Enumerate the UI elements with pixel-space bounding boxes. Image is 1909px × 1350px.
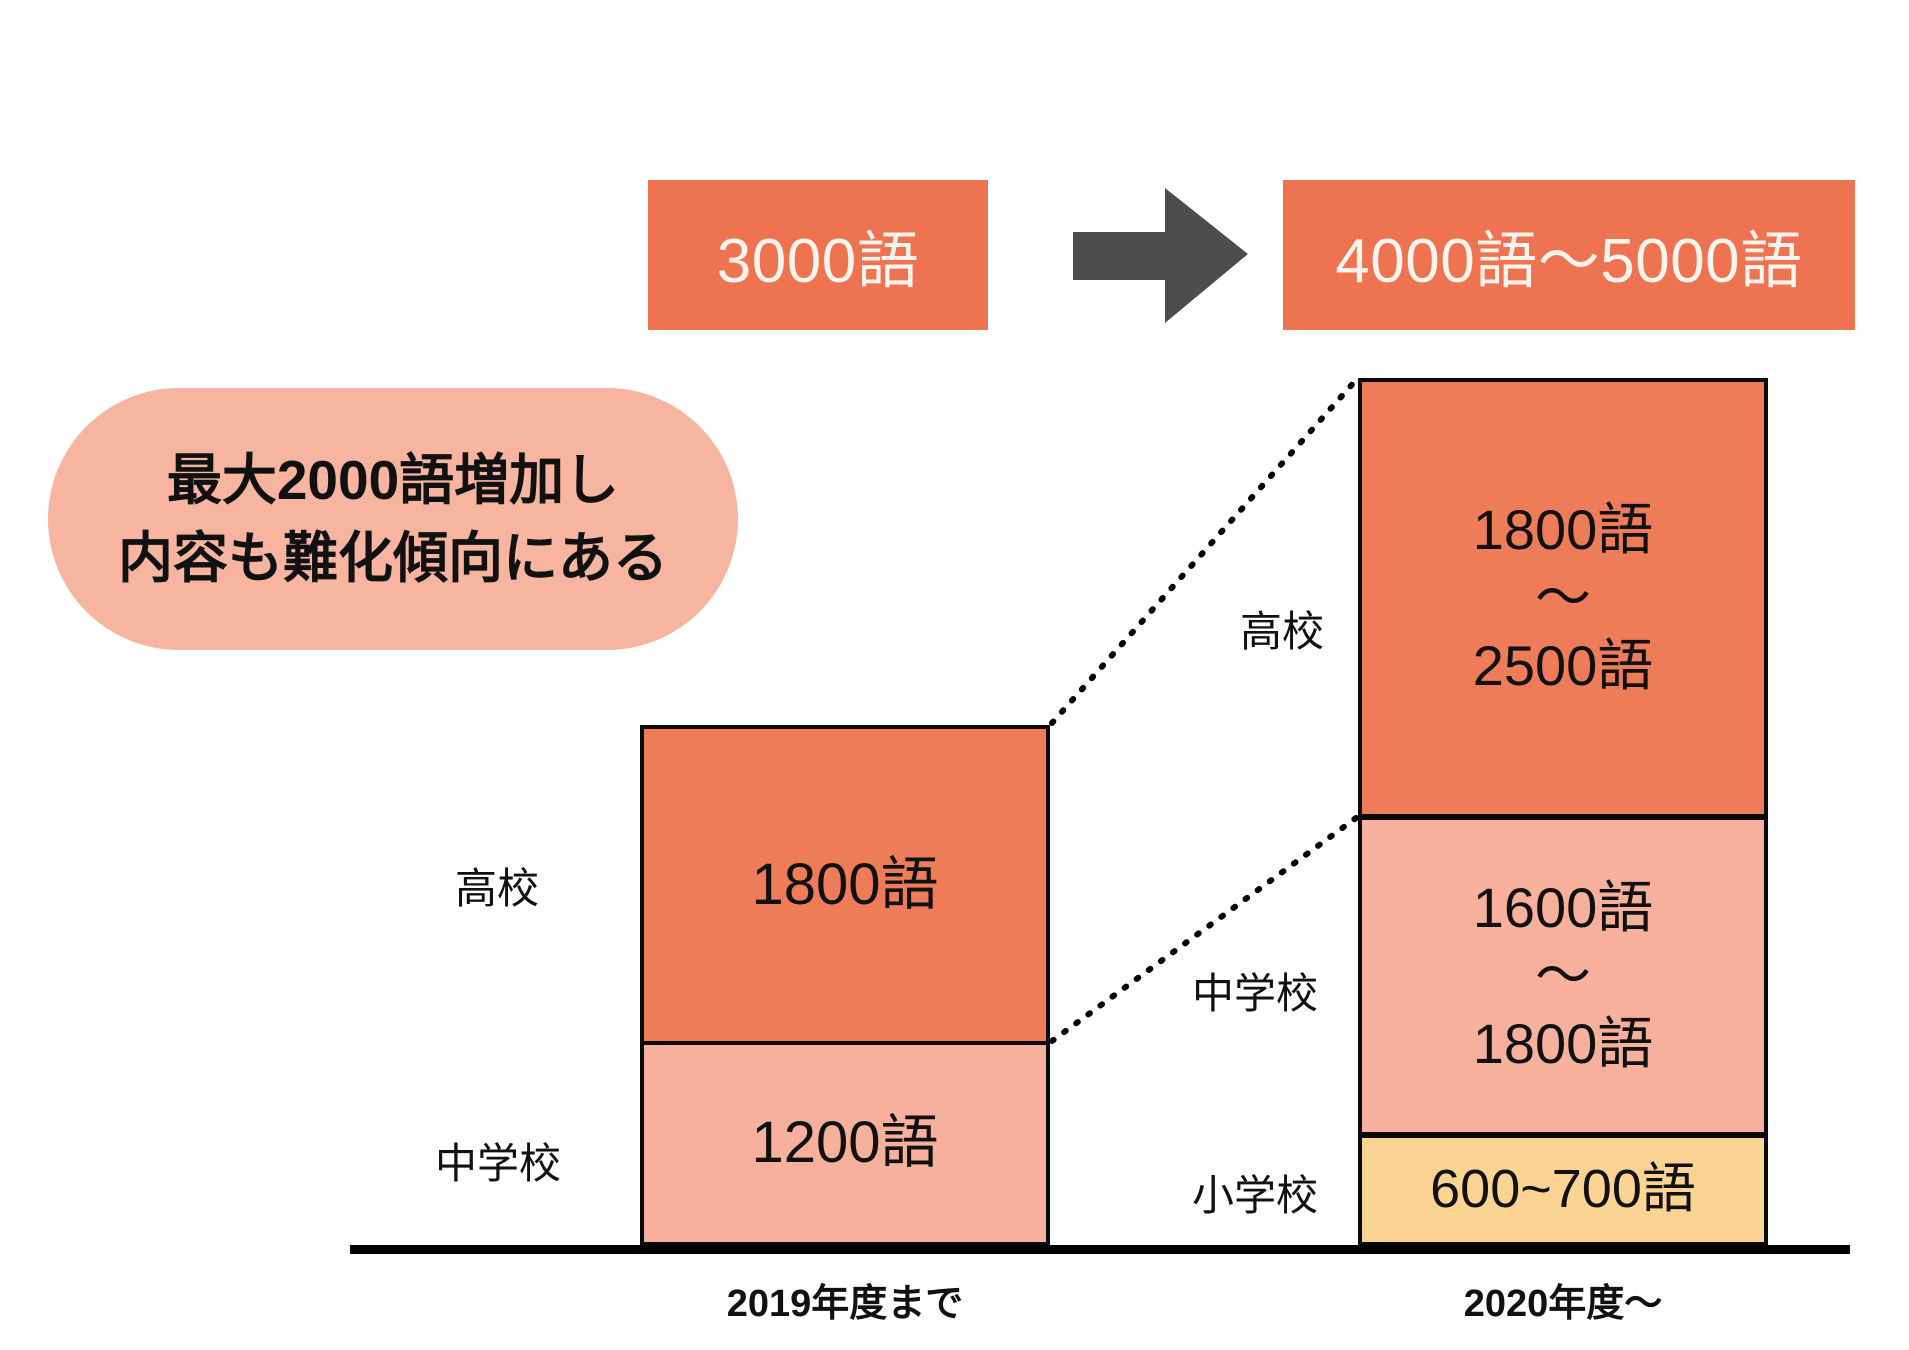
leader-line-top [1049,377,1359,726]
right-bar-segment-junior-high: 1600語 〜 1800語 [1358,816,1768,1136]
callout-line-2: 内容も難化傾向にある [117,527,668,589]
callout-line-1: 最大2000語増加し [166,448,620,511]
right-arrow-icon [1073,188,1248,323]
chart-baseline-axis [350,1245,1850,1254]
right-bar-segment-elementary: 600~700語 [1358,1134,1768,1246]
callout-bubble: 最大2000語増加し 内容も難化傾向にある [48,388,738,650]
left-bar-segment-junior-high: 1200語 [640,1041,1050,1246]
left-bar-axis-label: 2019年度まで [726,1283,964,1325]
word-count-before-banner: 3000語 [648,180,988,330]
right-bar-label-high-school: 高校 [1240,608,1325,655]
right-bar-label-elementary: 小学校 [1192,1172,1319,1219]
word-count-after-banner: 4000語〜5000語 [1283,180,1855,330]
left-bar-label-high-school: 高校 [455,865,540,912]
right-bar-segment-high-school: 1800語 〜 2500語 [1358,378,1768,818]
right-bar-label-junior-high: 中学校 [1192,970,1319,1017]
right-bar-axis-label: 2020年度〜 [1463,1283,1663,1325]
left-bar-segment-high-school: 1800語 [640,725,1050,1045]
left-bar-label-junior-high: 中学校 [435,1140,562,1187]
